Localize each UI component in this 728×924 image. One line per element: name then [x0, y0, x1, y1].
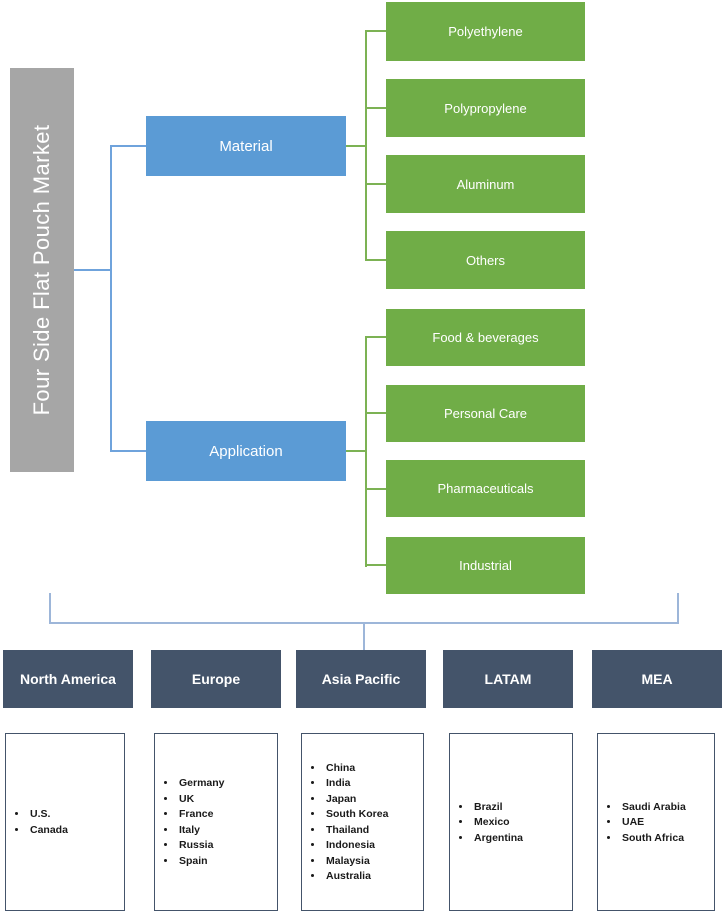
- segment-application-box: Application: [146, 421, 346, 481]
- region-asia-pacific-label: Asia Pacific: [321, 671, 401, 687]
- application-leaf-line-1: [366, 336, 386, 338]
- material-stub-line: [346, 145, 366, 147]
- country-list-north-america: U.S. Canada: [5, 733, 125, 911]
- country-list-latam: Brazil Mexico Argentina: [449, 733, 573, 911]
- list-item: Italy: [177, 824, 225, 836]
- segment-application-label: Application: [209, 442, 283, 460]
- leaf-food-beverages: Food & beverages: [386, 309, 585, 366]
- material-trunk-line: [365, 30, 367, 261]
- list-item: UK: [177, 793, 225, 805]
- leaf-industrial: Industrial: [386, 537, 585, 594]
- list-item: Thailand: [324, 824, 388, 836]
- leaf-pharmaceuticals: Pharmaceuticals: [386, 460, 585, 517]
- list-item: UAE: [620, 816, 686, 828]
- list-item: Saudi Arabia: [620, 801, 686, 813]
- segment-material-box: Material: [146, 116, 346, 176]
- list-item: Indonesia: [324, 839, 388, 851]
- region-latam-label: LATAM: [484, 671, 532, 687]
- application-leaf-line-4: [366, 564, 386, 566]
- region-header-asia-pacific: Asia Pacific: [296, 650, 426, 708]
- region-header-north-america: North America: [3, 650, 133, 708]
- leaf-polypropylene: Polypropylene: [386, 79, 585, 137]
- list-item: Germany: [177, 777, 225, 789]
- leaf-industrial-label: Industrial: [459, 558, 512, 573]
- material-leaf-line-2: [366, 107, 386, 109]
- leaf-polypropylene-label: Polypropylene: [444, 100, 527, 116]
- leaf-others: Others: [386, 231, 585, 289]
- leaf-aluminum: Aluminum: [386, 155, 585, 213]
- application-branch-line: [110, 450, 146, 452]
- leaf-personal-care-label: Personal Care: [443, 406, 528, 421]
- leaf-polyethylene-label: Polyethylene: [448, 24, 523, 39]
- leaf-food-beverages-label: Food & beverages: [432, 330, 539, 345]
- application-leaf-line-2: [366, 412, 386, 414]
- list-item: U.S.: [28, 808, 68, 820]
- region-bracket-left-tick: [49, 593, 51, 624]
- leaf-others-label: Others: [465, 252, 505, 268]
- list-item: Brazil: [472, 801, 523, 813]
- list-item: Canada: [28, 824, 68, 836]
- material-leaf-line-3: [366, 183, 386, 185]
- country-list-europe: Germany UK France Italy Russia Spain: [154, 733, 278, 911]
- material-leaf-line-1: [366, 30, 386, 32]
- market-title: Four Side Flat Pouch Market: [29, 124, 54, 416]
- segment-trunk-line: [110, 145, 112, 452]
- region-north-america-label: North America: [20, 671, 116, 687]
- list-item: Australia: [324, 870, 388, 882]
- list-item: South Korea: [324, 808, 388, 820]
- list-item: Argentina: [472, 832, 523, 844]
- region-europe-label: Europe: [191, 671, 241, 687]
- list-item: South Africa: [620, 832, 686, 844]
- application-stub-line: [346, 450, 366, 452]
- region-mea-label: MEA: [641, 671, 673, 687]
- root-stub-line: [74, 269, 112, 271]
- list-item: Japan: [324, 793, 388, 805]
- region-bracket-horizontal: [49, 622, 679, 624]
- country-list-mea: Saudi Arabia UAE South Africa: [597, 733, 715, 911]
- list-item: China: [324, 762, 388, 774]
- region-bracket-right-tick: [677, 593, 679, 624]
- region-header-mea: MEA: [592, 650, 722, 708]
- country-list-asia-pacific: China India Japan South Korea Thailand I…: [301, 733, 424, 911]
- application-trunk-line: [365, 336, 367, 567]
- application-leaf-line-3: [366, 488, 386, 490]
- leaf-personal-care: Personal Care: [386, 385, 585, 442]
- segment-material-label: Material: [219, 137, 273, 155]
- leaf-aluminum-label: Aluminum: [456, 176, 515, 192]
- region-bracket-middle-drop: [363, 624, 365, 650]
- market-title-box: Four Side Flat Pouch Market: [10, 68, 74, 472]
- list-item: France: [177, 808, 225, 820]
- region-header-latam: LATAM: [443, 650, 573, 708]
- list-item: Russia: [177, 839, 225, 851]
- list-item: India: [324, 777, 388, 789]
- list-item: Malaysia: [324, 855, 388, 867]
- leaf-polyethylene: Polyethylene: [386, 2, 585, 61]
- material-branch-line: [110, 145, 146, 147]
- leaf-pharmaceuticals-label: Pharmaceuticals: [437, 481, 534, 496]
- material-leaf-line-4: [366, 259, 386, 261]
- list-item: Mexico: [472, 816, 523, 828]
- region-header-europe: Europe: [151, 650, 281, 708]
- list-item: Spain: [177, 855, 225, 867]
